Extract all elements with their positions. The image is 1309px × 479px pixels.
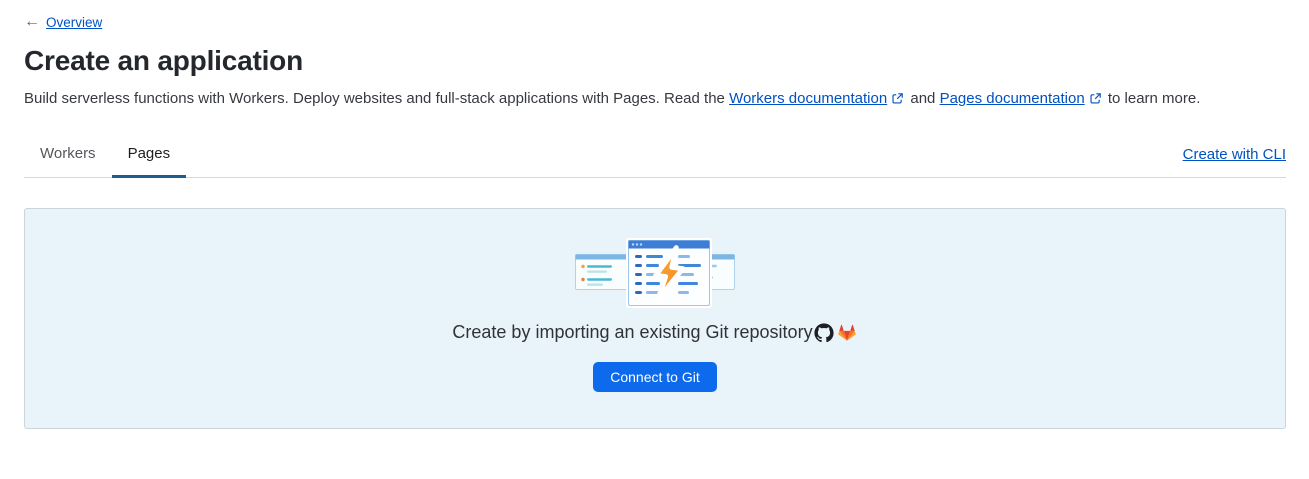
panel-caption: Create by importing an existing Git repo… — [452, 322, 813, 342]
breadcrumb: ← Overview — [24, 14, 1286, 30]
gitlab-icon — [837, 324, 856, 341]
back-to-overview-link[interactable]: ← Overview — [24, 14, 102, 30]
left-arrow-icon: ← — [24, 13, 40, 30]
github-icon — [813, 322, 834, 342]
description-text-3: to learn more. — [1103, 90, 1201, 107]
tab-bar: Workers Pages Create with CLI — [24, 133, 1286, 178]
tab-pages[interactable]: Pages — [111, 133, 187, 178]
description-text-2: and — [906, 90, 940, 107]
create-application-page: ← Overview Create an application Build s… — [24, 14, 1286, 429]
pages-create-panel: Create by importing an existing Git repo… — [24, 208, 1286, 429]
git-provider-icons — [813, 322, 858, 343]
lightning-bolt-icon — [653, 245, 686, 303]
description-text-1: Build serverless functions with Workers.… — [24, 90, 730, 107]
external-link-icon — [891, 91, 904, 111]
left-browser-window — [575, 254, 630, 290]
create-with-cli-link[interactable]: Create with CLI — [1182, 146, 1286, 163]
workers-documentation-link[interactable]: Workers documentation — [729, 90, 888, 107]
browser-windows-lightning-illustration — [575, 238, 735, 308]
back-link-label: Overview — [46, 14, 103, 30]
center-browser-window — [626, 238, 712, 308]
external-link-icon — [1089, 91, 1102, 111]
caption-row: Create by importing an existing Git repo… — [452, 322, 857, 343]
page-title: Create an application — [24, 45, 303, 76]
tab-workers[interactable]: Workers — [40, 145, 96, 162]
page-description: Build serverless functions with Workers.… — [24, 89, 1286, 111]
pages-documentation-link[interactable]: Pages documentation — [939, 90, 1085, 107]
connect-to-git-button[interactable]: Connect to Git — [593, 362, 717, 392]
